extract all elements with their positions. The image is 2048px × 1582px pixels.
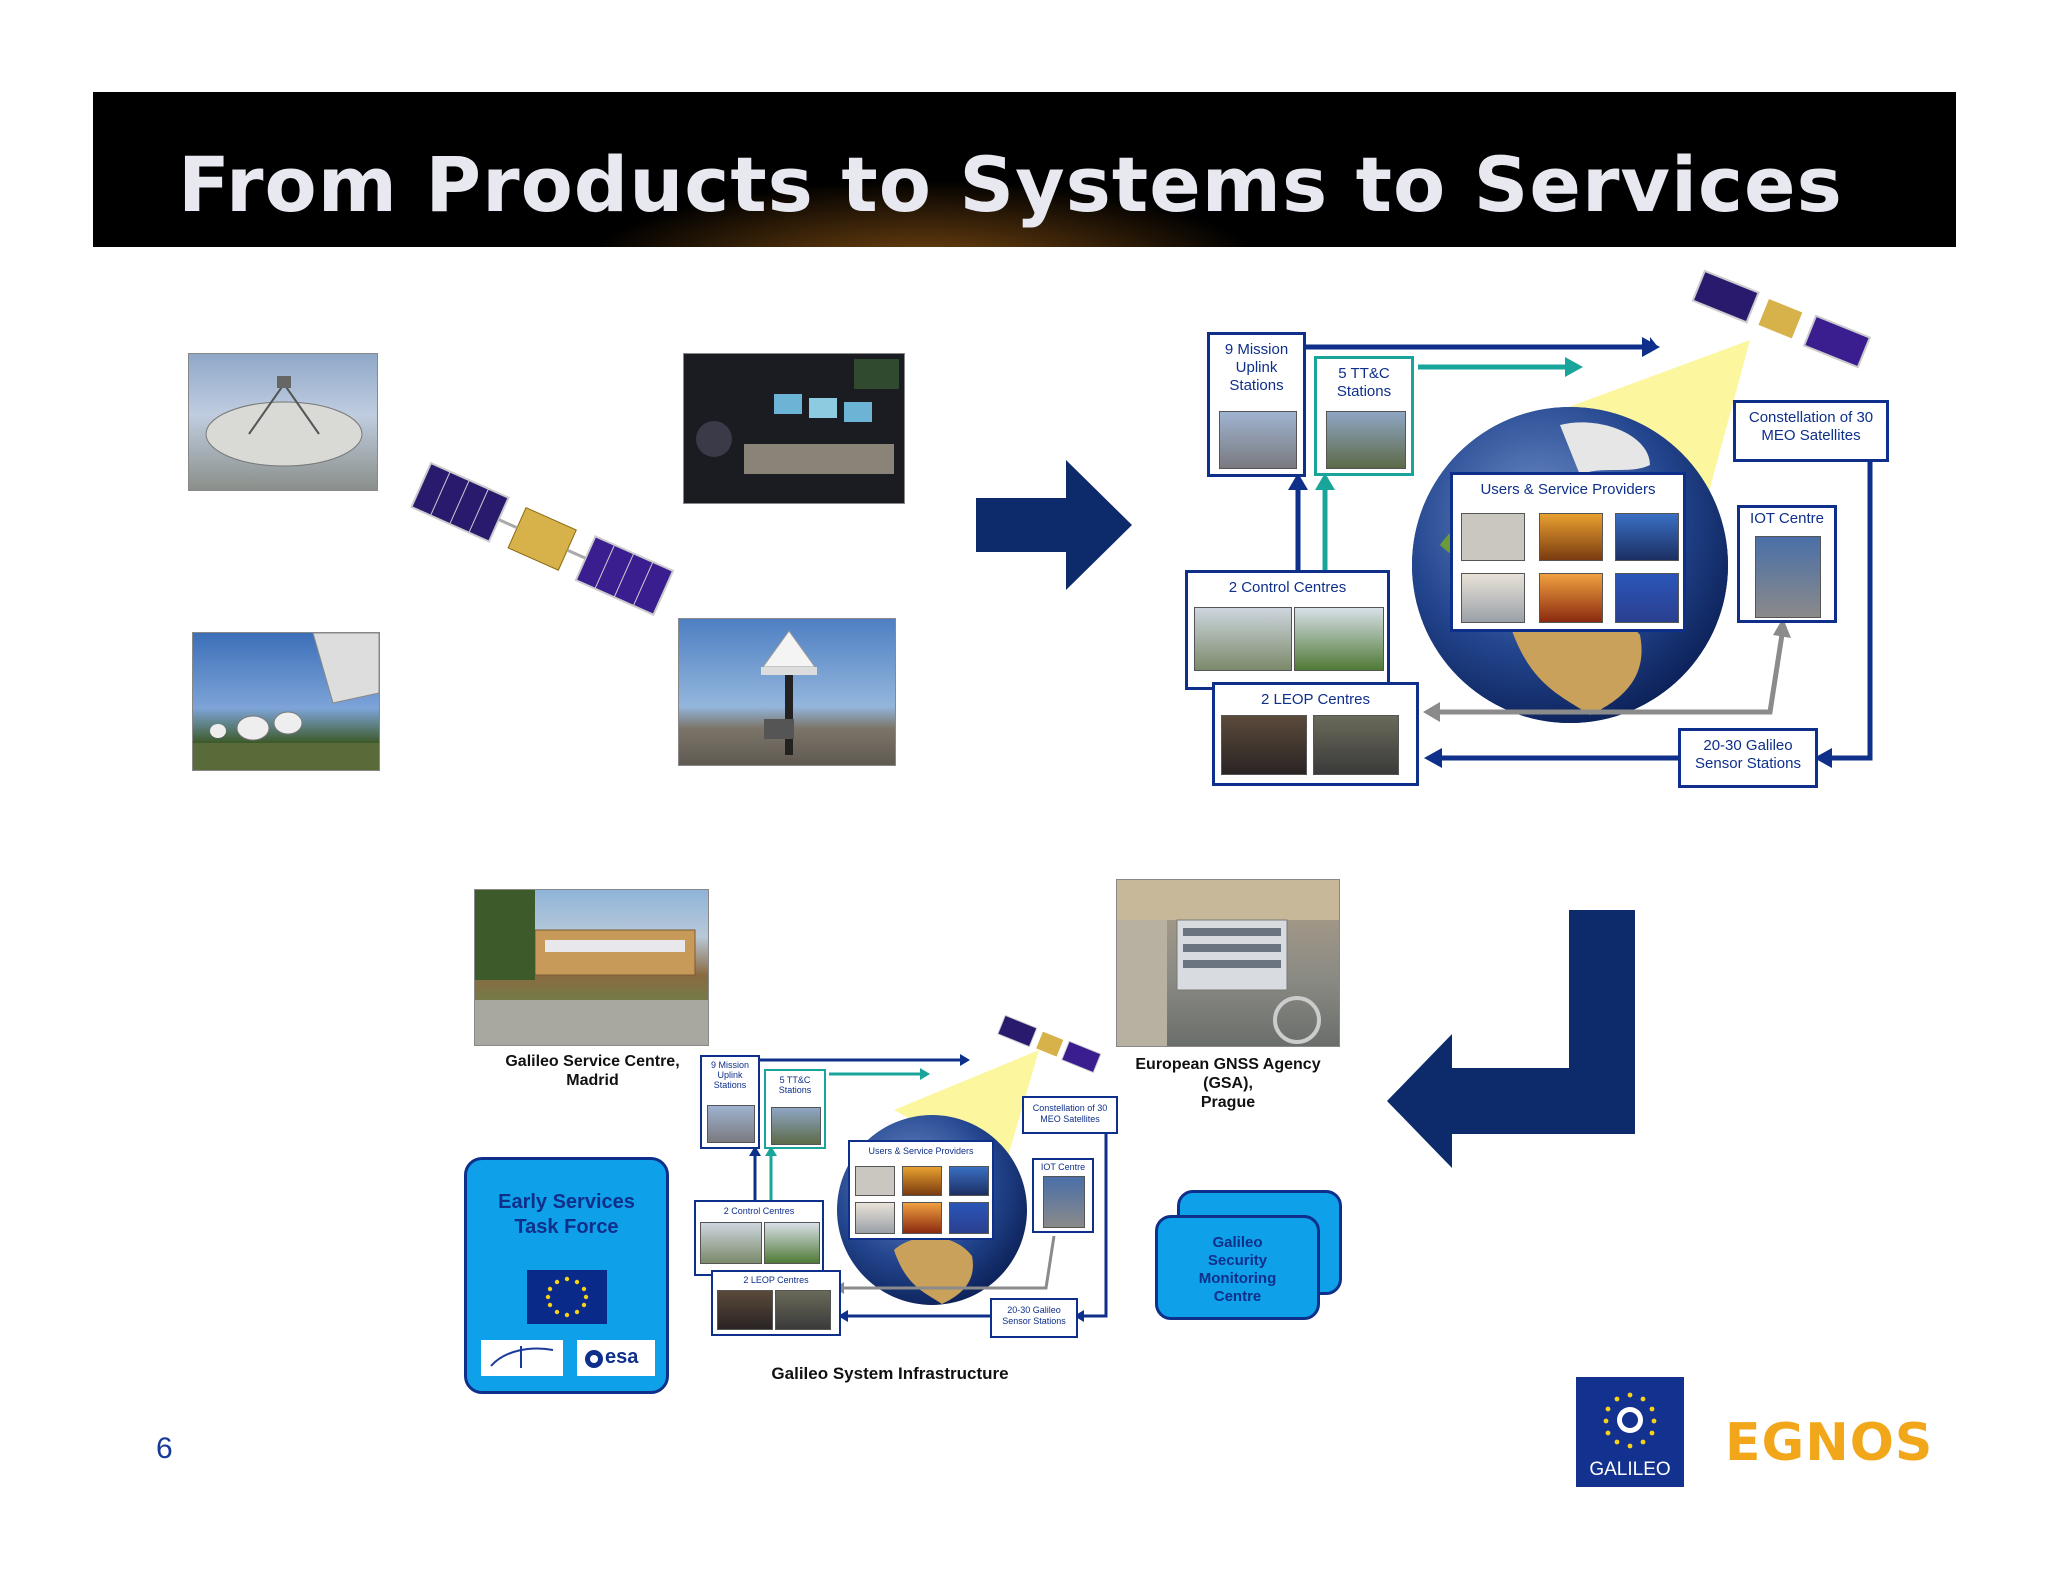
small-uplink-thumb xyxy=(707,1105,755,1143)
small-users-box: Users & Service Providers xyxy=(848,1140,994,1240)
gsc-caption: Galileo Service Centre, Madrid xyxy=(440,1052,745,1090)
small-ttc-thumb xyxy=(771,1107,821,1145)
small-iot-label: IOT Centre xyxy=(1040,1162,1086,1172)
constellation-satellite-icon xyxy=(1691,269,1872,369)
control-centres-label: 2 Control Centres xyxy=(1228,579,1347,596)
user-thumb-6 xyxy=(1615,573,1679,623)
galileo-service-centre-photo xyxy=(474,889,709,1046)
small-leop-thumb-1 xyxy=(717,1290,773,1330)
small-user-thumb-4 xyxy=(855,1202,895,1234)
user-thumb-3 xyxy=(1615,513,1679,561)
sensor-stations-label: 20-30 Galileo Sensor Stations xyxy=(1695,737,1801,772)
return-arrow-icon xyxy=(1387,910,1635,1168)
satellite-icon xyxy=(410,461,675,617)
small-user-thumb-6 xyxy=(949,1202,989,1234)
page-number: 6 xyxy=(156,1432,173,1465)
gsa-caption-line2: (GSA), xyxy=(1203,1075,1253,1092)
iot-centre-label: IOT Centre xyxy=(1750,510,1824,527)
gsa-caption: European GNSS Agency (GSA), Prague xyxy=(1112,1055,1344,1112)
gsc-caption-line1: Galileo Service Centre, xyxy=(505,1053,680,1070)
leop-centres-label: 2 LEOP Centres xyxy=(1261,691,1370,708)
early-services-box: Early Services Task Force esa xyxy=(464,1157,669,1394)
gsa-caption-line3: Prague xyxy=(1200,1094,1256,1111)
small-user-thumb-3 xyxy=(949,1166,989,1196)
small-sensor-box: 20-30 Galileo Sensor Stations xyxy=(990,1298,1078,1338)
ttc-dish-thumb xyxy=(1326,411,1406,469)
title-glow xyxy=(473,152,1373,247)
dish-antenna-photo xyxy=(188,353,378,491)
gsa-logo-icon xyxy=(481,1340,563,1376)
ttc-stations-box: 5 TT&C Stations xyxy=(1314,356,1414,476)
small-ttc-label: 5 TT&C Stations xyxy=(778,1075,812,1095)
small-mission-uplink-label: 9 Mission Uplink Stations xyxy=(710,1060,749,1090)
ground-station-photo xyxy=(192,632,380,771)
gsmc-line4: Centre xyxy=(1213,1288,1262,1305)
small-control-label: 2 Control Centres xyxy=(723,1206,795,1216)
galileo-logo: GALILEO xyxy=(1576,1377,1684,1487)
galileo-logo-text: GALILEO xyxy=(1589,1459,1671,1480)
iot-centre-box: IOT Centre xyxy=(1737,505,1837,623)
infra-caption: Galileo System Infrastructure xyxy=(771,1364,1009,1383)
user-thumb-5 xyxy=(1539,573,1603,623)
small-leop-label: 2 LEOP Centres xyxy=(743,1275,809,1285)
esa-logo-icon: esa xyxy=(577,1340,655,1376)
egnos-logo: EGNOS xyxy=(1725,1413,1934,1473)
early-services-line1: Early Services xyxy=(498,1191,635,1213)
users-service-providers-box: Users & Service Providers xyxy=(1450,472,1686,632)
small-iot-box: IOT Centre xyxy=(1032,1158,1094,1233)
gsmc-line1: Galileo xyxy=(1212,1234,1263,1251)
gsa-caption-line1: European GNSS Agency xyxy=(1135,1056,1321,1073)
small-control-box: 2 Control Centres xyxy=(694,1200,824,1276)
leop-centres-box: 2 LEOP Centres xyxy=(1212,682,1419,786)
constellation-box: Constellation of 30 MEO Satellites xyxy=(1733,400,1889,462)
title-bar: From Products to Systems to Services xyxy=(93,92,1956,247)
small-iot-thumb xyxy=(1043,1176,1085,1228)
small-sensor-label: 20-30 Galileo Sensor Stations xyxy=(1002,1305,1066,1326)
small-user-thumb-2 xyxy=(902,1166,942,1196)
small-mission-uplink-box: 9 Mission Uplink Stations xyxy=(700,1055,760,1149)
small-control-thumb-1 xyxy=(700,1222,762,1264)
sensor-stations-box: 20-30 Galileo Sensor Stations xyxy=(1678,728,1818,788)
control-room-photo xyxy=(683,353,905,504)
small-leop-thumb-2 xyxy=(775,1290,831,1330)
leop-thumb-1 xyxy=(1221,715,1307,775)
constellation-label: Constellation of 30 MEO Satellites xyxy=(1748,409,1874,444)
ttc-stations-label: 5 TT&C Stations xyxy=(1336,365,1392,400)
galileo-stars-icon xyxy=(1603,1392,1657,1449)
control-thumb-1 xyxy=(1194,607,1292,671)
user-thumb-2 xyxy=(1539,513,1603,561)
early-services-line2: Task Force xyxy=(514,1216,619,1238)
small-user-thumb-1 xyxy=(855,1166,895,1196)
gsmc-line2: Security xyxy=(1207,1252,1268,1269)
small-leop-box: 2 LEOP Centres xyxy=(711,1270,841,1336)
user-thumb-4 xyxy=(1461,573,1525,623)
right-arrow-icon xyxy=(976,460,1132,590)
small-users-label: Users & Service Providers xyxy=(868,1146,974,1156)
small-constellation-box: Constellation of 30 MEO Satellites xyxy=(1022,1096,1118,1134)
mission-uplink-label: 9 Mission Uplink Stations xyxy=(1224,341,1289,394)
sensor-station-photo xyxy=(678,618,896,766)
small-user-thumb-5 xyxy=(902,1202,942,1234)
small-constellation-label: Constellation of 30 MEO Satellites xyxy=(1032,1103,1108,1124)
control-thumb-2 xyxy=(1294,607,1384,671)
small-control-thumb-2 xyxy=(764,1222,820,1264)
small-satellite-icon xyxy=(997,1014,1102,1074)
iot-dish-thumb xyxy=(1755,536,1821,618)
control-centres-box: 2 Control Centres xyxy=(1185,570,1390,690)
gsa-prague-photo xyxy=(1116,879,1340,1047)
uplink-dish-thumb xyxy=(1219,411,1297,469)
gsmc-line3: Monitoring xyxy=(1198,1270,1277,1287)
mission-uplink-box: 9 Mission Uplink Stations xyxy=(1207,332,1306,477)
leop-thumb-2 xyxy=(1313,715,1399,775)
small-system-diagram: 9 Mission Uplink Stations 5 TT&C Station… xyxy=(694,1010,1124,1345)
small-ttc-box: 5 TT&C Stations xyxy=(764,1069,826,1149)
eu-flag-icon xyxy=(527,1270,607,1324)
esa-logo-label: esa xyxy=(605,1346,639,1368)
users-service-providers-label: Users & Service Providers xyxy=(1480,481,1656,498)
gsmc-box: Galileo Security Monitoring Centre xyxy=(1155,1215,1320,1320)
gsc-caption-line2: Madrid xyxy=(566,1072,619,1089)
user-thumb-1 xyxy=(1461,513,1525,561)
galileo-system-diagram: 9 Mission Uplink Stations 5 TT&C Station… xyxy=(1180,265,1900,795)
page-title: From Products to Systems to Services xyxy=(178,140,1843,229)
